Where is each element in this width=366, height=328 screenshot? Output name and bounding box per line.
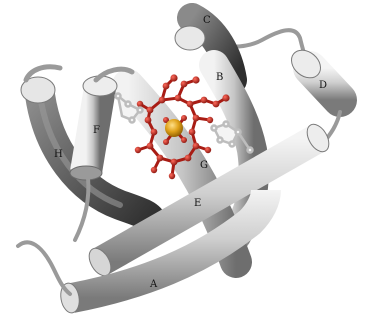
iron-atom (165, 119, 183, 137)
helix-label-g: G (200, 160, 208, 171)
helix-label-c: C (203, 15, 211, 26)
helix-label-b: B (216, 72, 223, 83)
helix-label-e: E (194, 198, 201, 209)
helix-label-d: D (319, 80, 327, 91)
n-terminal-loop (18, 242, 70, 294)
helix-label-a: A (149, 279, 158, 290)
helix-label-f: F (93, 125, 100, 136)
helix-label-h: H (54, 149, 63, 160)
